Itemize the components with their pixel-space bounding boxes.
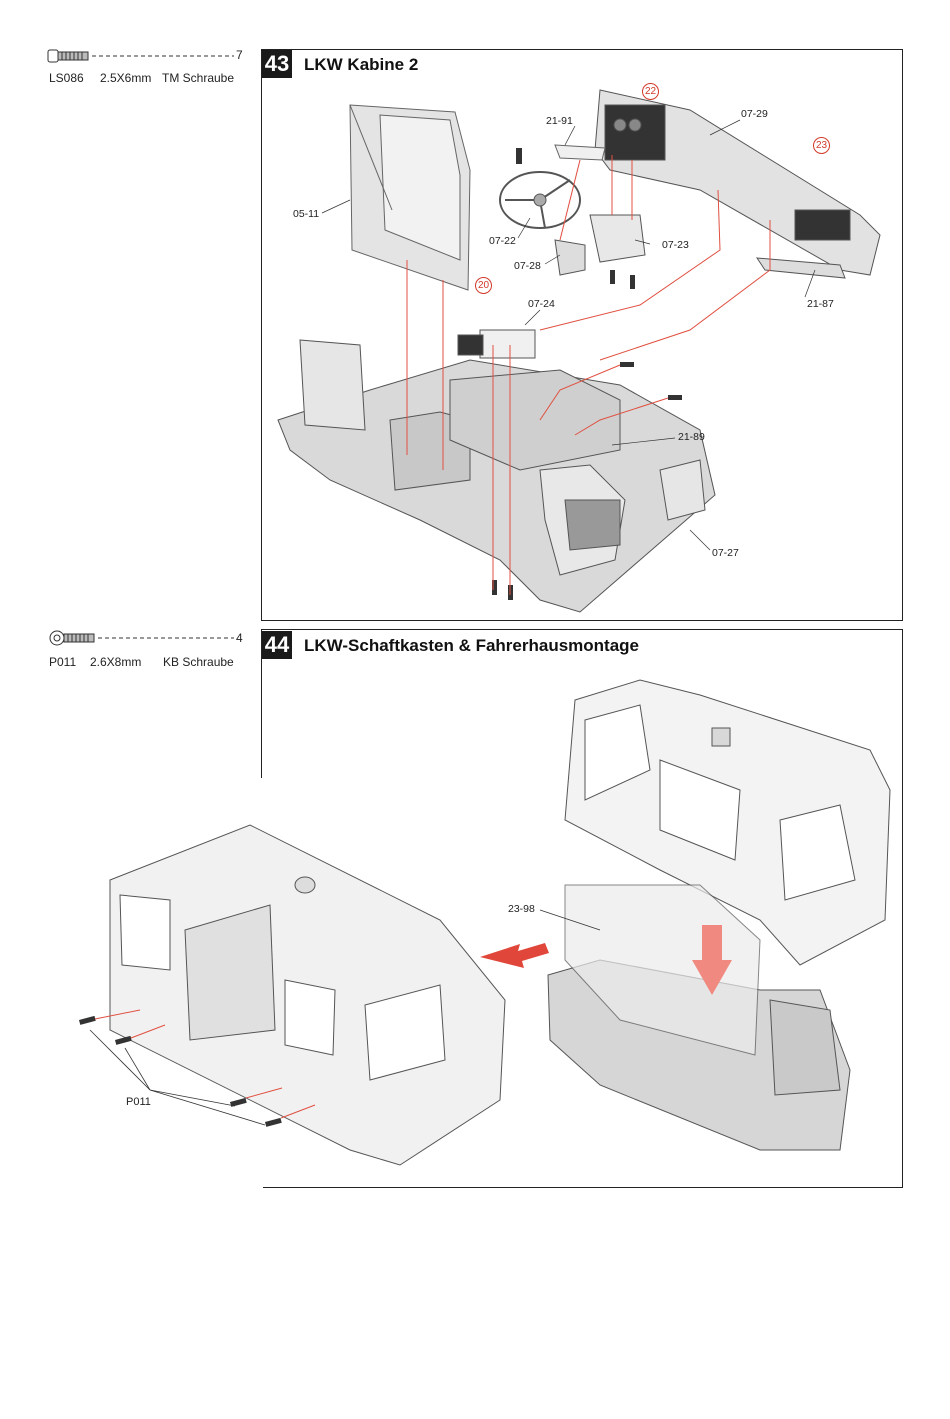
part-label: 07-29 (741, 108, 768, 120)
part-label: 07-27 (712, 547, 739, 559)
part-label: 21-87 (807, 298, 834, 310)
callout-badge: 22 (642, 83, 659, 100)
part-07-27-cab-floor (278, 330, 715, 612)
part-label: 07-23 (662, 239, 689, 251)
part-label: 21-91 (546, 115, 573, 127)
part-label: 21-89 (678, 431, 705, 443)
part-label: 07-22 (489, 235, 516, 247)
part-label: 07-28 (514, 260, 541, 272)
part-label: P011 (126, 1096, 151, 1108)
part-label: 23-98 (508, 903, 535, 915)
move-arrow (480, 943, 549, 968)
part-label: 05-11 (293, 208, 319, 220)
callout-badge: 23 (813, 137, 830, 154)
part-label: 07-24 (528, 298, 555, 310)
shaft-box (110, 825, 505, 1165)
callout-badge: 20 (475, 277, 492, 294)
part-05-11-panel (350, 105, 470, 290)
